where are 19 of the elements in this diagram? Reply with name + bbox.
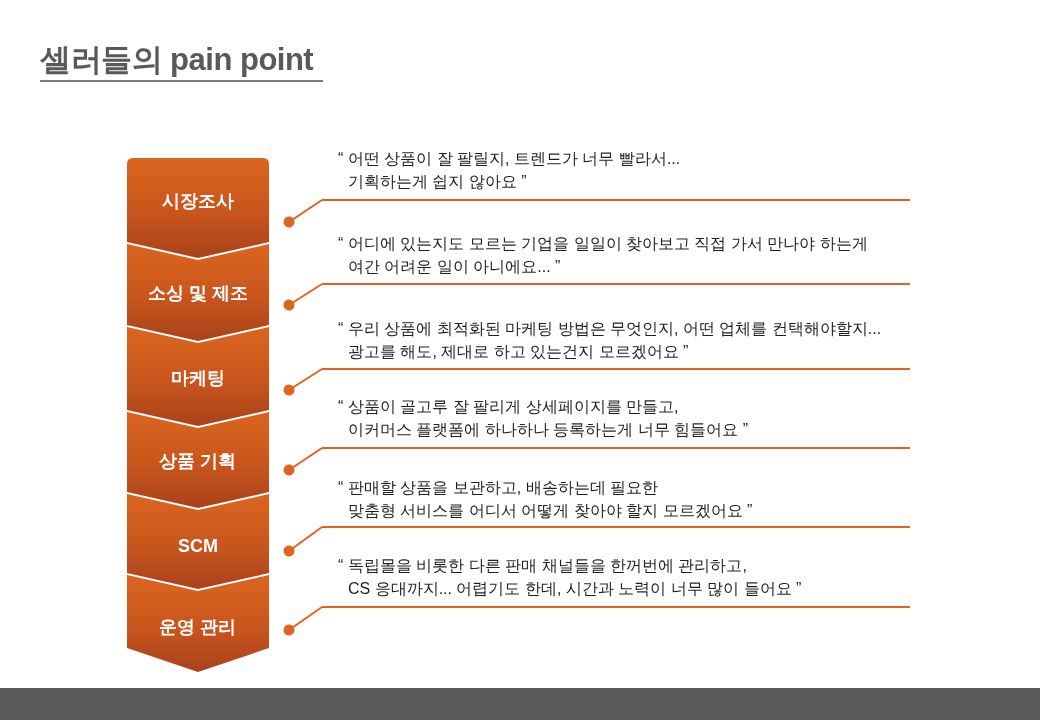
quote-text: “ 어떤 상품이 잘 팔릴지, 트렌드가 너무 빨라서... 기획하는게 쉽지 않아요 ” (322, 147, 910, 201)
leader-line (283, 606, 323, 636)
quote-text: “ 판매할 상품을 보관하고, 배송하는데 필요한 맞춤형 서비스를 어디서 어떻게 찾아야 할지 모르겠어요 ” (322, 476, 910, 528)
leader-line (283, 368, 323, 396)
leader-line (283, 526, 323, 557)
chevron-step: 시장조사 (127, 158, 269, 258)
leader-line (283, 199, 323, 228)
chevron-step: 상품 기획 (127, 410, 269, 508)
leader-line (283, 283, 323, 311)
chevron-step: 운영 관리 (127, 573, 269, 672)
leader-line (283, 447, 323, 476)
title: 셀러들의 pain point (40, 40, 324, 82)
quote-text: “ 어디에 있는지도 모르는 기업을 일일이 찾아보고 직접 가서 만나야 하는게 여간 어려운 일이 아니에요... ” (322, 232, 910, 285)
quote-text: “ 상품이 골고루 잘 팔리게 상세페이지를 만들고, 이커머스 플랫폼에 하나하나 등록하는게 너무 힘들어요 ” (322, 395, 910, 449)
quote-text: “ 우리 상품에 최적화된 마케팅 방법은 무엇인지, 어떤 업체를 컨택해야할지... 광고를 해도, 제대로 하고 있는건지 모르겠어요 ” (322, 317, 910, 370)
chevron-step: 마케팅 (127, 325, 269, 426)
chevron-step: SCM (127, 492, 269, 589)
chevron-step: 소싱 및 제조 (127, 242, 269, 341)
quote-text: “ 독립몰을 비롯한 다른 판매 채널들을 한꺼번에 관리하고, CS 응대까지... 어렵기도 한데, 시간과 노력이 너무 많이 들어요 ” (322, 554, 910, 608)
